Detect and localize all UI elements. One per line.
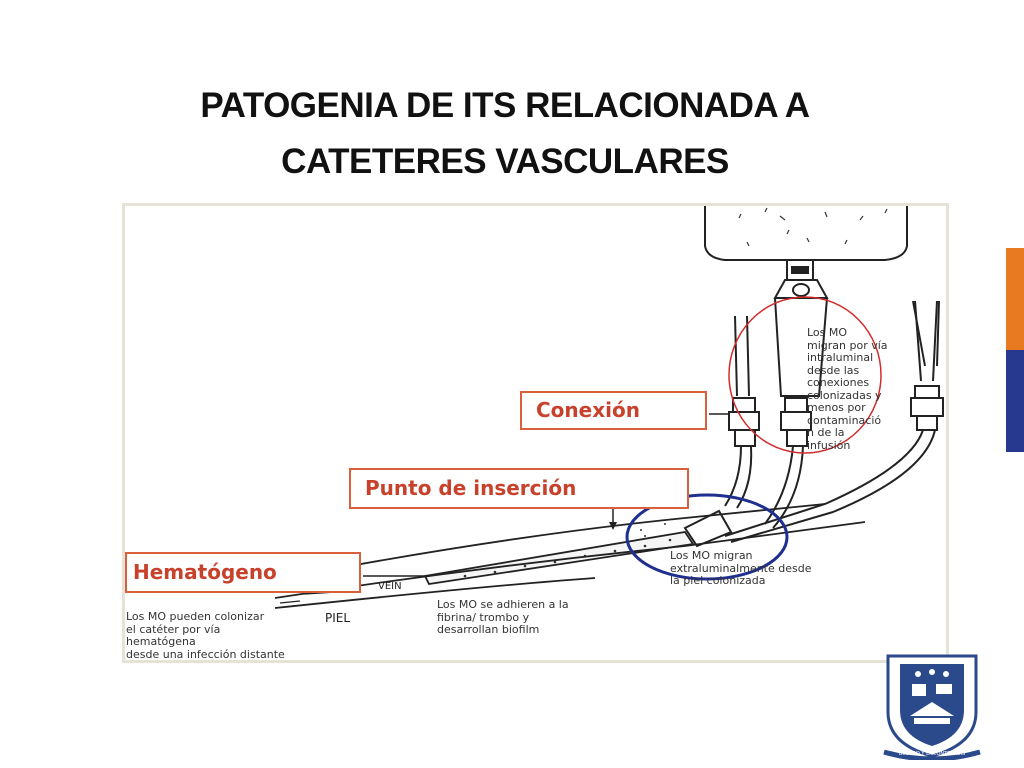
title-line-2: CATETERES VASCULARES — [281, 142, 729, 181]
label-insercion: Punto de inserción — [349, 468, 689, 509]
catheter-biofilm-dots — [463, 523, 672, 578]
note-intraluminal: Los MO migran por vía intraluminal desde… — [807, 326, 888, 452]
university-logo: BUSCAD Y ENCONTRARÉIS — [883, 654, 981, 760]
note-biofilm: Los MO se adhieren a la fibrina/ trombo … — [437, 598, 569, 636]
left-connector — [728, 397, 760, 447]
catheter-body — [423, 531, 695, 585]
accent-bar-blue — [1006, 350, 1024, 452]
slide-title: PATOGENIA DE ITS RELACIONADA A CATETERES… — [0, 78, 1010, 190]
skin-line — [274, 577, 596, 609]
label-piel: PIEL — [325, 611, 351, 625]
note-extraluminal: Los MO migran extraluminalmente desde la… — [670, 549, 812, 587]
label-conexion: Conexión — [520, 391, 707, 430]
accent-bar-orange — [1006, 248, 1024, 350]
intraluminal-highlight-circle — [728, 296, 882, 454]
infusion-bag-shape — [704, 206, 908, 261]
title-line-1: PATOGENIA DE ITS RELACIONADA A — [200, 86, 810, 125]
diagram-drawing — [274, 206, 944, 609]
label-hematogeno: Hematógeno — [125, 552, 361, 593]
extraluminal-highlight-circle — [625, 493, 789, 581]
catheter-pathogenesis-diagram: Conexión Punto de inserción Hematógeno L… — [122, 203, 949, 663]
label-vein: VEIN — [378, 581, 402, 592]
infusion-bag-dots — [738, 207, 888, 247]
logo-motto: BUSCAD Y ENCONTRARÉIS — [899, 749, 965, 757]
middle-connector — [780, 397, 812, 447]
note-hematogeno: Los MO pueden colonizar el catéter por v… — [126, 610, 285, 661]
catheter-hub — [683, 509, 733, 548]
